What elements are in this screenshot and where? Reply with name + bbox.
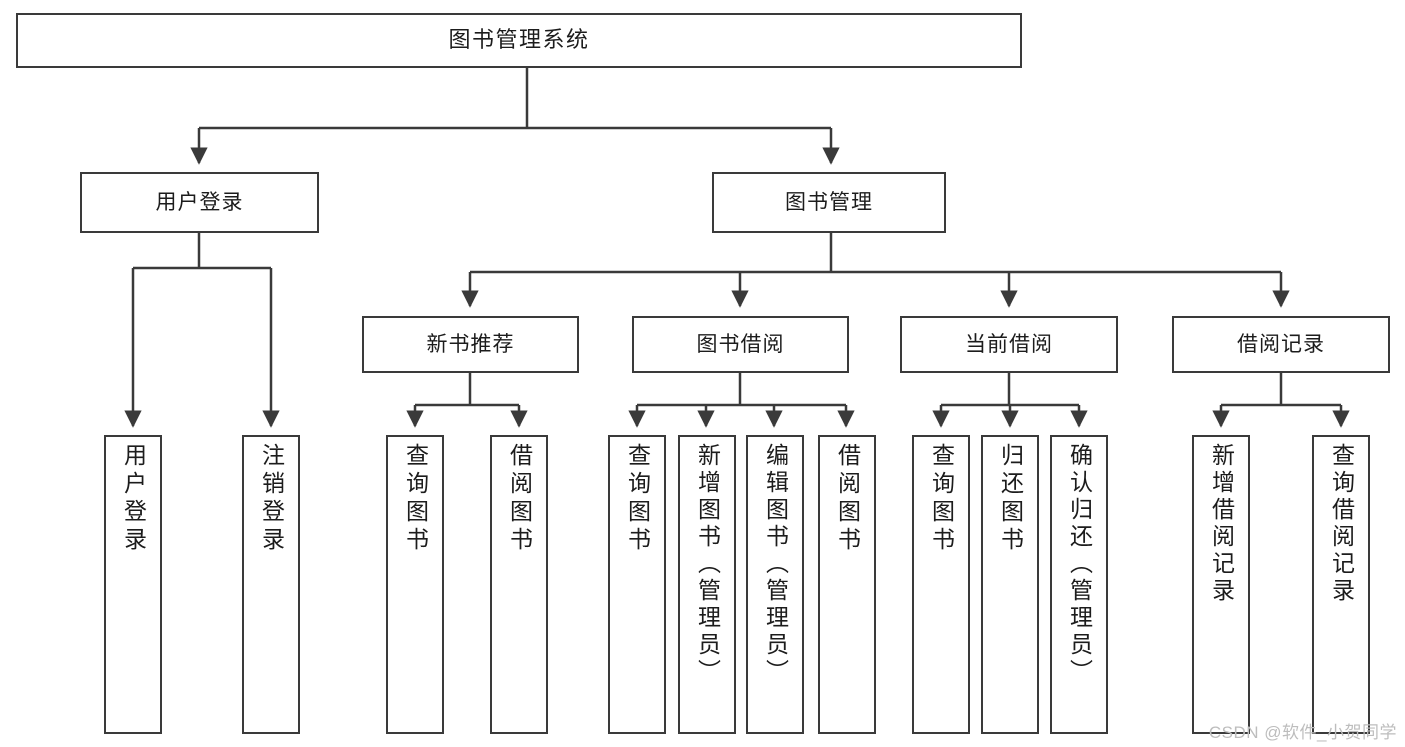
node-leaf-query-book-3-label: 查询图书	[928, 443, 955, 555]
node-new-book-recommend[interactable]: 新书推荐	[362, 316, 579, 373]
node-root[interactable]: 图书管理系统	[16, 13, 1022, 68]
node-leaf-query-book-1-label: 查询图书	[402, 443, 429, 555]
node-leaf-borrow-book-2-label: 借阅图书	[834, 443, 861, 555]
watermark: CSDN @软件_小贺同学	[1208, 723, 1397, 742]
node-leaf-query-book-3[interactable]: 查询图书	[912, 435, 970, 734]
node-borrow-record[interactable]: 借阅记录	[1172, 316, 1390, 373]
node-leaf-add-record[interactable]: 新增借阅记录	[1192, 435, 1250, 734]
node-leaf-logout-label: 注销登录	[258, 443, 285, 555]
node-leaf-return-book[interactable]: 归还图书	[981, 435, 1039, 734]
node-borrow-record-label: 借阅记录	[1237, 332, 1325, 356]
node-leaf-query-book-2-label: 查询图书	[624, 443, 651, 555]
node-leaf-add-record-label: 新增借阅记录	[1208, 443, 1235, 605]
node-book-borrow-label: 图书借阅	[696, 332, 785, 356]
node-leaf-query-record[interactable]: 查询借阅记录	[1312, 435, 1370, 734]
node-leaf-query-book-1[interactable]: 查询图书	[386, 435, 444, 734]
node-current-borrow[interactable]: 当前借阅	[900, 316, 1118, 373]
node-root-label: 图书管理系统	[448, 27, 590, 53]
node-leaf-add-book[interactable]: 新增图书（管理员）	[678, 435, 736, 734]
node-leaf-borrow-book-1-label: 借阅图书	[506, 443, 533, 555]
node-new-book-recommend-label: 新书推荐	[426, 332, 515, 356]
node-book-borrow[interactable]: 图书借阅	[632, 316, 849, 373]
node-leaf-query-record-label: 查询借阅记录	[1328, 443, 1355, 605]
node-book-manage[interactable]: 图书管理	[712, 172, 946, 233]
node-current-borrow-label: 当前借阅	[965, 332, 1053, 356]
node-leaf-confirm-return-label: 确认归还（管理员）	[1066, 443, 1093, 686]
node-leaf-user-login-label: 用户登录	[120, 443, 147, 555]
node-leaf-return-book-label: 归还图书	[997, 443, 1024, 555]
node-leaf-add-book-label: 新增图书（管理员）	[694, 443, 721, 686]
node-leaf-edit-book[interactable]: 编辑图书（管理员）	[746, 435, 804, 734]
node-leaf-confirm-return[interactable]: 确认归还（管理员）	[1050, 435, 1108, 734]
node-user-login-label: 用户登录	[155, 190, 244, 214]
node-user-login[interactable]: 用户登录	[80, 172, 319, 233]
node-leaf-borrow-book-1[interactable]: 借阅图书	[490, 435, 548, 734]
node-leaf-edit-book-label: 编辑图书（管理员）	[762, 443, 789, 686]
node-leaf-logout[interactable]: 注销登录	[242, 435, 300, 734]
node-leaf-query-book-2[interactable]: 查询图书	[608, 435, 666, 734]
node-leaf-user-login[interactable]: 用户登录	[104, 435, 162, 734]
node-book-manage-label: 图书管理	[785, 190, 873, 214]
node-leaf-borrow-book-2[interactable]: 借阅图书	[818, 435, 876, 734]
